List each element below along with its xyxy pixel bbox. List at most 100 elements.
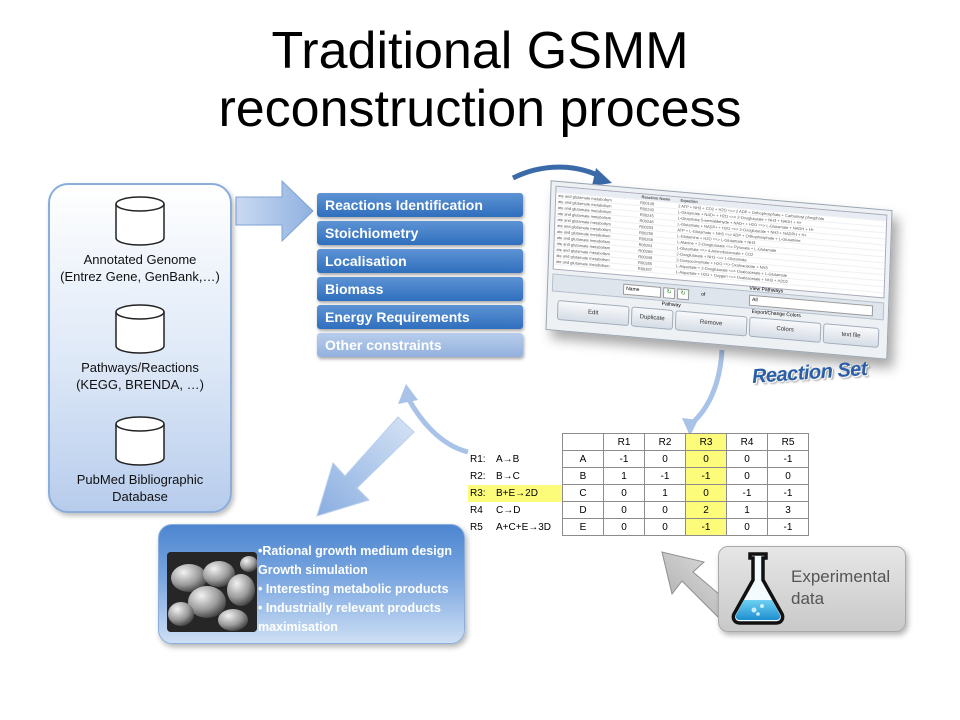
app-item: Growth simulation (258, 563, 368, 577)
database-icon (115, 196, 165, 246)
database-pubmed: PubMed Bibliographic Database (50, 415, 230, 505)
matrix-cell: -1 (685, 518, 727, 536)
reaction-id: R2: (470, 470, 486, 482)
matrix-cell: -1 (767, 484, 809, 502)
title-line-1: Traditional GSMM (271, 22, 689, 80)
matrix-cell: 0 (603, 484, 645, 502)
reaction-id: R1: (470, 453, 486, 465)
matrix-cell: 1 (644, 484, 686, 502)
metabolite-label: C (562, 484, 604, 502)
reaction-equation: B→C (496, 470, 520, 482)
matrix-column-header: R5 (767, 433, 809, 451)
matrix-cell: -1 (726, 484, 768, 502)
remove-button[interactable]: Remove (674, 310, 748, 337)
matrix-to-steps-arrow (405, 396, 469, 455)
matrix-cell: 0 (603, 501, 645, 519)
experimental-line1: Experimental (791, 567, 891, 586)
database-icon (115, 416, 165, 466)
reaction-id: R3: (468, 484, 496, 502)
matrix-cell: 0 (644, 501, 686, 519)
matrix-cell: -1 (603, 450, 645, 468)
metabolite-label: B (562, 467, 604, 485)
db-pathways-line1: Pathways/Reactions (81, 360, 199, 375)
experimental-arrow (661, 551, 734, 620)
steps-to-software-arrow (511, 164, 605, 181)
metabolite-label: D (562, 501, 604, 519)
matrix-column-header: R3 (685, 433, 727, 451)
step-energy-requirements: Energy Requirements (317, 305, 523, 329)
step-stoichiometry: Stoichiometry (317, 221, 523, 245)
db-pathways-line2: (KEGG, BRENDA, …) (76, 377, 204, 392)
duplicate-button[interactable]: Duplicate (630, 306, 674, 331)
step-other-constraints: Other constraints (317, 333, 523, 357)
filter-select[interactable]: Name (622, 283, 662, 298)
reconstruction-steps: Reactions Identification Stoichiometry L… (317, 193, 523, 361)
metabolite-label: A (562, 450, 604, 468)
app-item: •Rational growth medium design (258, 544, 452, 558)
db-pubmed-line2: Database (112, 489, 168, 504)
matrix-cell: 1 (603, 467, 645, 485)
text-file-button[interactable]: text file (822, 323, 880, 348)
matrix-cell: 0 (685, 484, 727, 502)
matrix-cell: 0 (644, 518, 686, 536)
experimental-data-label: Experimental data (791, 566, 890, 610)
database-genome: Annotated Genome (Entrez Gene, GenBank,…… (50, 195, 230, 285)
matrix-cell: 0 (726, 450, 768, 468)
page-title: Traditional GSMM reconstruction process (0, 22, 960, 138)
reaction-id: R5 (470, 521, 483, 533)
metabolite-label: E (562, 518, 604, 536)
databases-panel: Annotated Genome (Entrez Gene, GenBank,…… (48, 183, 232, 513)
matrix-cell: 0 (603, 518, 645, 536)
software-screenshot: Reaction Name Equation ate and glutamate… (545, 180, 893, 360)
app-item: • Interesting metabolic products (258, 582, 449, 596)
matrix-cell: 3 (767, 501, 809, 519)
reaction-equation: A+C+E→3D (496, 521, 552, 533)
applications-list: •Rational growth medium design Growth si… (258, 542, 468, 637)
matrix-cell: -1 (685, 467, 727, 485)
matrix-cell: 0 (726, 518, 768, 536)
edit-button[interactable]: Edit (556, 299, 630, 327)
yeast-cells-image (167, 552, 257, 632)
matrix-cell: 0 (685, 450, 727, 468)
colors-button[interactable]: Colors (748, 316, 822, 343)
reaction-id: R4 (470, 504, 483, 516)
pathway-label: Pathway (661, 301, 681, 309)
reaction-equation: C→D (496, 504, 521, 516)
of-label: of (700, 291, 706, 298)
matrix-cell: -1 (767, 450, 809, 468)
refresh-icon[interactable]: ↻ (676, 288, 690, 301)
matrix-column-header: R4 (726, 433, 768, 451)
reaction-equation: B+E→2D (496, 484, 563, 502)
matrix-cell: 0 (726, 467, 768, 485)
reaction-equation: A→B (496, 453, 520, 465)
matrix-cell: -1 (644, 467, 686, 485)
experimental-line2: data (791, 589, 825, 608)
reaction-set-to-matrix-arrow (688, 349, 725, 427)
to-applications-arrow (316, 416, 415, 517)
db-genome-line1: Annotated Genome (83, 252, 197, 267)
title-line-2: reconstruction process (218, 80, 742, 138)
database-pathways: Pathways/Reactions (KEGG, BRENDA, …) (50, 303, 230, 393)
matrix-cell: -1 (767, 518, 809, 536)
refresh-icon[interactable]: ↻ (662, 287, 676, 300)
matrix-column-header: R1 (603, 433, 645, 451)
db-to-steps-arrow (235, 179, 314, 243)
matrix-cell: 1 (726, 501, 768, 519)
step-reactions-identification: Reactions Identification (317, 193, 523, 217)
db-genome-line2: (Entrez Gene, GenBank,…) (60, 269, 220, 284)
step-biomass: Biomass (317, 277, 523, 301)
matrix-cell: 0 (644, 450, 686, 468)
database-icon (115, 304, 165, 354)
matrix-cell: 0 (767, 467, 809, 485)
matrix-cell: 2 (685, 501, 727, 519)
matrix-column-header: R2 (644, 433, 686, 451)
step-localisation: Localisation (317, 249, 523, 273)
